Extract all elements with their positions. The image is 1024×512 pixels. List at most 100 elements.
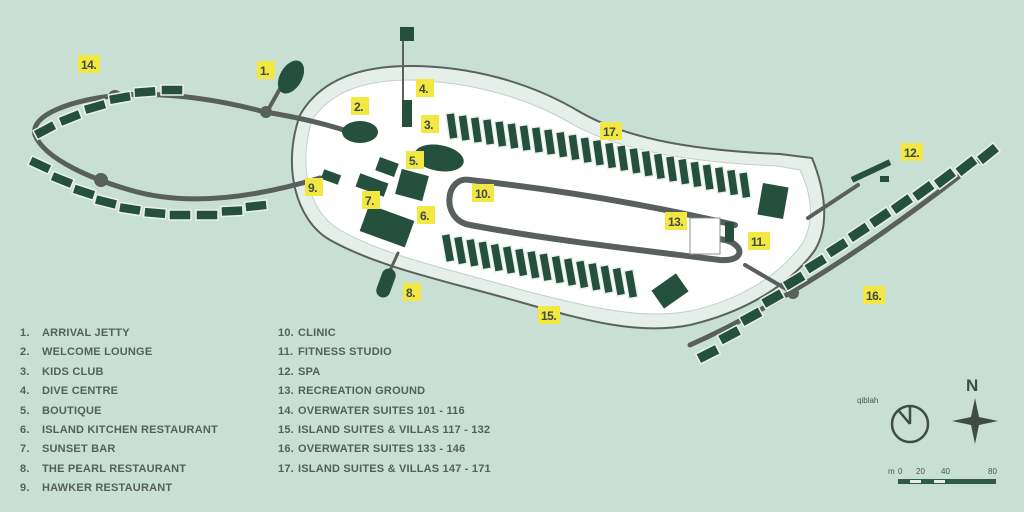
map-label-text: 8.: [406, 286, 415, 300]
map-label-text: 5.: [409, 154, 418, 168]
villa-island-north: [664, 154, 679, 184]
legend-name: WELCOME LOUNGE: [42, 346, 153, 359]
boutique: [395, 168, 429, 202]
map-label-2[interactable]: 2.: [351, 97, 369, 115]
map-label-text: 13.: [668, 215, 683, 229]
scale-tick: 80: [988, 467, 997, 476]
legend-item: 3.KIDS CLUB: [20, 363, 218, 382]
legend-number: 9.: [20, 482, 30, 495]
villa-overwater-east: [888, 192, 916, 216]
legend-item: 13.RECREATION GROUND: [278, 382, 491, 401]
legend-name: RECREATION GROUND: [298, 385, 426, 398]
villa-overwater-west: [48, 170, 76, 190]
legend-item: 6.ISLAND KITCHEN RESTAURANT: [20, 421, 218, 440]
villa-overwater-west: [56, 108, 84, 128]
villa-overwater-west: [117, 201, 143, 217]
legend-item: 9. HAWKER RESTAURANT: [20, 479, 218, 498]
legend-number: 5.: [20, 404, 30, 417]
map-label-13[interactable]: 13.: [665, 212, 687, 230]
villa-overwater-east: [716, 324, 743, 347]
scale-tick: 20: [916, 467, 925, 476]
map-label-8[interactable]: 8.: [403, 283, 421, 301]
map-label-text: 15.: [541, 309, 556, 323]
villa-island-south: [623, 268, 639, 300]
legend-number: 15.: [278, 423, 294, 436]
map-label-12[interactable]: 12.: [901, 143, 923, 161]
flag: [400, 27, 414, 41]
villa-island-north: [701, 162, 716, 192]
legend-name: BOUTIQUE: [42, 404, 102, 417]
villa-large-east: [757, 182, 789, 220]
villa-island-south: [598, 263, 615, 295]
villa-overwater-east: [780, 269, 808, 293]
legend-number: 17.: [278, 462, 294, 475]
villa-island-north: [554, 130, 569, 160]
legend-item: 14.OVERWATER SUITES 101 - 116: [278, 402, 491, 421]
legend-number: 6.: [20, 423, 30, 436]
legend-name: OVERWATER SUITES 133 - 146: [298, 443, 466, 456]
villa-overwater-east: [694, 343, 722, 365]
map-label-text: 1.: [260, 64, 269, 78]
villa-overwater-west: [71, 182, 97, 202]
legend-name: HAWKER RESTAURANT: [42, 482, 173, 495]
junction-node: [260, 106, 272, 118]
legend-item: 5. BOUTIQUE: [20, 402, 218, 421]
legend-name: ISLAND SUITES & VILLAS 117 - 132: [298, 423, 491, 436]
map-label-10[interactable]: 10.: [472, 184, 494, 202]
scale-bar: [898, 479, 996, 484]
villa-overwater-east: [910, 178, 937, 203]
villa-island-south: [513, 246, 529, 278]
legend-name: DIVE CENTRE: [42, 385, 119, 398]
main-building: [375, 157, 399, 177]
villa-overwater-east: [823, 236, 851, 260]
villa-island-south: [562, 256, 578, 288]
map-label-1[interactable]: 1.: [257, 61, 275, 79]
villa-island-north: [603, 141, 618, 170]
map-label-4[interactable]: 4.: [416, 79, 434, 97]
map-label-3[interactable]: 3.: [421, 115, 439, 133]
map-label-5[interactable]: 5.: [406, 151, 424, 169]
map-label-7[interactable]: 7.: [362, 191, 380, 209]
villa-island-south: [476, 239, 493, 271]
legend-number: 7.: [20, 443, 30, 456]
legend-number: 4.: [20, 385, 30, 398]
map-label-17[interactable]: 17.: [600, 122, 622, 140]
villa-overwater-east: [974, 141, 1002, 167]
villa-island-north: [481, 117, 496, 147]
villa-island-south: [464, 237, 481, 269]
map-label-15[interactable]: 15.: [538, 306, 560, 324]
villa-overwater-west: [142, 206, 168, 220]
map-label-9[interactable]: 9.: [305, 178, 323, 196]
buildings: [277, 27, 892, 309]
villa-overwater-east: [759, 287, 786, 310]
villa-island-north: [737, 170, 752, 200]
map-label-6[interactable]: 6.: [417, 206, 435, 224]
legend-name: ARRIVAL JETTY: [42, 327, 130, 339]
legend-item: 12. SPA: [278, 363, 491, 382]
villa-island-north: [469, 115, 484, 145]
map-label-11[interactable]: 11.: [748, 232, 770, 250]
legend-name: SPA: [298, 365, 321, 378]
map-label-14[interactable]: 14.: [78, 55, 100, 73]
path-spa: [806, 183, 860, 220]
villa-island-south: [525, 249, 542, 281]
map-label-16[interactable]: 16.: [863, 286, 885, 304]
villa-overwater-west: [195, 209, 219, 221]
villa-island-south: [452, 234, 468, 266]
villa-island-north: [530, 125, 545, 155]
legend-item: 16.OVERWATER SUITES 133 - 146: [278, 440, 491, 459]
villa-overwater-west: [243, 199, 269, 213]
legend-name: ISLAND SUITES & VILLAS 147 - 171: [298, 462, 491, 475]
villa-island-north: [713, 165, 728, 195]
map-label-text: 11.: [751, 235, 766, 249]
villa-island-south: [586, 261, 603, 293]
villa-island-north: [505, 121, 521, 151]
villa-island-south: [489, 242, 505, 274]
recreation-ground: [689, 217, 721, 255]
path-east-overwater: [687, 149, 993, 348]
legend-number: 12.: [278, 365, 294, 378]
legend-item: 2.WELCOME LOUNGE: [20, 343, 218, 362]
legend-name: SUNSET BAR: [42, 443, 116, 456]
